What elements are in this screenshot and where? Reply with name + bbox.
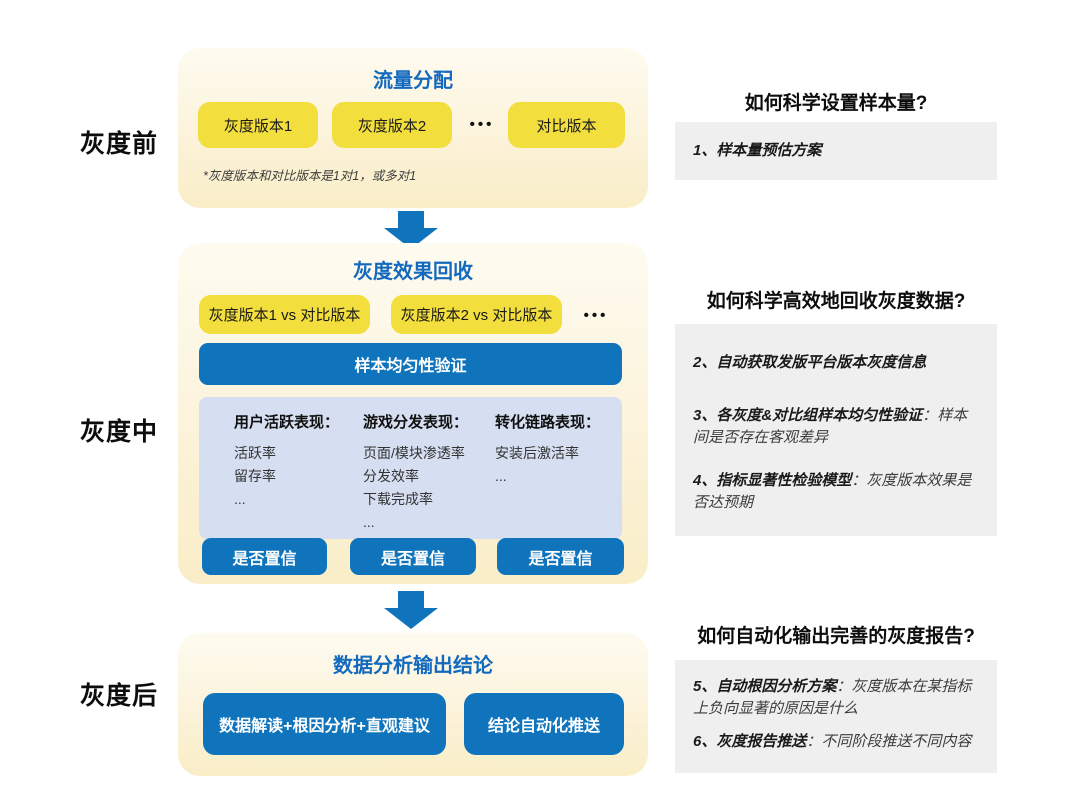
metric-column-game-distribution: 游戏分发表现： 页面/模块渗透率 分发效率 下载完成率 ...: [363, 411, 468, 534]
confidence-button: 是否置信: [497, 538, 624, 575]
confidence-button: 是否置信: [350, 538, 476, 575]
stage-label-post: 灰度后: [80, 682, 159, 710]
metric-item: 分发效率: [363, 468, 419, 484]
metric-item: 留存率: [234, 468, 276, 484]
metric-item: ...: [363, 514, 375, 530]
panel-traffic-allocation: 流量分配 灰度版本1 灰度版本2 ••• 对比版本 *灰度版本和对比版本是1对1…: [178, 48, 648, 208]
answer-item-number: 3、: [693, 407, 717, 424]
metric-column-header: 用户活跃表现：: [234, 414, 340, 431]
answer-item-6: 6、灰度报告推送：不同阶段推送不同内容: [693, 731, 981, 753]
answer-item-5: 5、自动根因分析方案：灰度版本在某指标上负向显著的原因是什么: [693, 676, 981, 720]
answer-item-lead: 各灰度&对比组样本均匀性验证: [716, 407, 923, 424]
confidence-button: 是否置信: [202, 538, 327, 575]
version-box-gray2: 灰度版本2: [332, 102, 452, 148]
answer-item-2: 2、自动获取发版平台版本灰度信息: [693, 352, 981, 374]
panel-title-conclusion: 数据分析输出结论: [333, 655, 493, 677]
metric-item: ...: [234, 491, 246, 507]
answer-item-lead: 样本量预估方案: [716, 142, 822, 159]
ellipsis: •••: [583, 307, 609, 324]
answer-item-4: 4、指标显著性检验模型：灰度版本效果是否达预期: [693, 470, 981, 514]
answer-box-2: [675, 324, 997, 536]
answer-item-desc: ：不同阶段推送不同内容: [806, 733, 972, 750]
metric-item: 活跃率: [234, 445, 276, 461]
version-box-control: 对比版本: [508, 102, 625, 148]
panel-title-traffic: 流量分配: [373, 70, 453, 92]
answer-box-3: [675, 660, 997, 773]
metric-column-conversion-funnel: 转化链路表现： 安装后激活率 ...: [495, 411, 600, 488]
answer-item-lead: 自动获取发版平台版本灰度信息: [716, 354, 927, 371]
answer-item-number: 1、: [693, 142, 717, 159]
stage-label-mid: 灰度中: [80, 418, 159, 446]
footnote: *灰度版本和对比版本是1对1，或多对1: [203, 169, 417, 183]
metric-column-header: 游戏分发表现：: [363, 414, 469, 431]
conclusion-button-analysis: 数据解读+根因分析+直观建议: [203, 693, 446, 755]
metric-item: 安装后激活率: [495, 445, 579, 461]
vs-box-1: 灰度版本1 vs 对比版本: [199, 295, 370, 334]
vs-box-2: 灰度版本2 vs 对比版本: [391, 295, 562, 334]
metric-column-header: 转化链路表现：: [495, 414, 601, 431]
answer-item-desc: ：灰度版本在某指标上负向显著的原因是什么: [693, 678, 972, 717]
stage-label-pre: 灰度前: [80, 130, 159, 158]
question-title-1: 如何科学设置样本量?: [744, 93, 928, 114]
metric-column-user-activity: 用户活跃表现： 活跃率 留存率 ...: [234, 411, 339, 511]
answer-item-lead: 灰度报告推送: [716, 733, 807, 750]
sample-uniformity-bar: 样本均匀性验证: [199, 343, 622, 385]
answer-box-1: [675, 122, 997, 180]
answer-item-1: 1、样本量预估方案: [693, 140, 981, 162]
question-title-3: 如何自动化输出完善的灰度报告?: [697, 626, 975, 647]
answer-item-desc: ：灰度版本效果是否达预期: [693, 472, 972, 511]
answer-item-3: 3、各灰度&对比组样本均匀性验证：样本间是否存在客观差异: [693, 405, 981, 449]
panel-title-collection: 灰度效果回收: [353, 261, 473, 283]
ellipsis: •••: [469, 116, 495, 133]
answer-item-lead: 自动根因分析方案: [716, 678, 837, 695]
panel-analysis-conclusion: 数据分析输出结论 数据解读+根因分析+直观建议 结论自动化推送: [178, 633, 648, 776]
answer-item-number: 5、: [693, 678, 717, 695]
version-box-gray1: 灰度版本1: [198, 102, 318, 148]
metric-item: 下载完成率: [363, 491, 433, 507]
metrics-panel: 用户活跃表现： 活跃率 留存率 ... 游戏分发表现： 页面/模块渗透率 分发效…: [199, 397, 622, 539]
answer-item-lead: 指标显著性检验模型: [716, 472, 852, 489]
panel-effect-collection: 灰度效果回收 灰度版本1 vs 对比版本 灰度版本2 vs 对比版本 ••• 样…: [178, 243, 648, 584]
answer-item-desc: ：样本间是否存在客观差异: [693, 407, 968, 446]
answer-item-number: 2、: [693, 354, 717, 371]
metric-item: 页面/模块渗透率: [363, 445, 465, 461]
conclusion-button-push: 结论自动化推送: [464, 693, 624, 755]
question-title-2: 如何科学高效地回收灰度数据?: [706, 291, 966, 312]
answer-item-number: 6、: [693, 733, 717, 750]
arrow-down-icon: [384, 591, 438, 629]
answer-item-number: 4、: [693, 472, 717, 489]
metric-item: ...: [495, 468, 507, 484]
